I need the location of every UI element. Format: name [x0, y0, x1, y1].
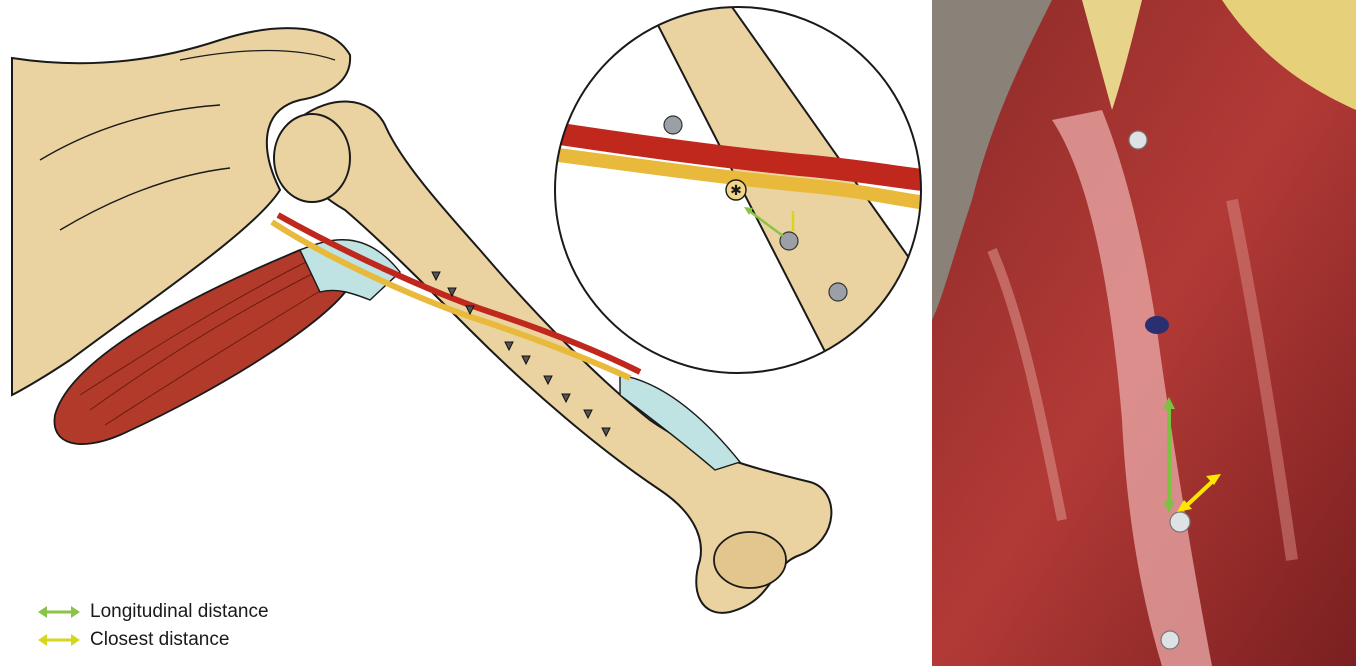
anatomical-illustration: ✱	[0, 0, 930, 666]
legend: Longitudinal distance Closest distance	[38, 598, 269, 654]
green-double-arrow-icon	[38, 605, 80, 619]
nerve-marker-icon: ✱	[730, 183, 742, 199]
legend-label-closest: Closest distance	[90, 629, 229, 651]
legend-item-closest: Closest distance	[38, 626, 269, 654]
dissection-photo	[932, 0, 1356, 666]
legend-item-longitudinal: Longitudinal distance	[38, 598, 269, 626]
photo-screw-top	[1129, 131, 1147, 149]
photo-screw-middle	[1170, 512, 1190, 532]
legend-label-longitudinal: Longitudinal distance	[90, 601, 269, 623]
screw-head-top	[664, 116, 682, 134]
yellow-double-arrow-icon	[38, 633, 80, 647]
photo-screw-bottom	[1161, 631, 1179, 649]
screw-head-bottom	[829, 283, 847, 301]
